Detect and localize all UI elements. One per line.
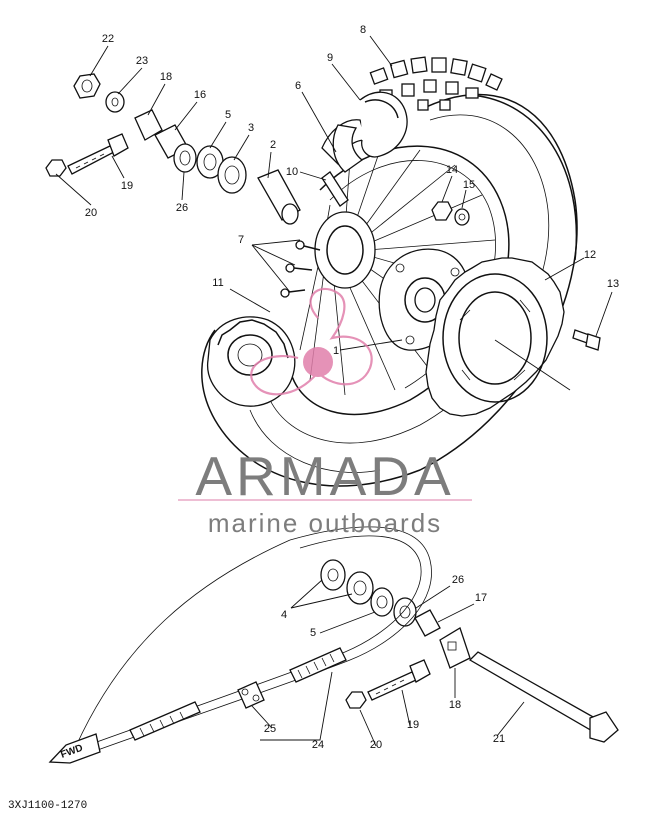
callout-5: 5	[225, 109, 231, 121]
callout-3: 3	[248, 122, 254, 134]
callout-13: 13	[607, 278, 619, 290]
adjusting-bolt	[67, 145, 115, 175]
axle-nut	[73, 73, 101, 99]
callout-5: 5	[310, 627, 316, 639]
tire-tread	[369, 56, 503, 111]
callout-24: 24	[312, 739, 324, 751]
axle-washer	[105, 91, 125, 113]
callout-20: 20	[85, 207, 97, 219]
armada-logo	[250, 287, 373, 396]
axle-bottom	[320, 559, 619, 743]
chain-puller	[134, 109, 163, 141]
callout-25: 25	[264, 723, 276, 735]
rear-sprocket	[425, 257, 565, 417]
callout-23: 23	[136, 55, 148, 67]
callout-26: 26	[452, 574, 464, 586]
callout-10: 10	[286, 166, 298, 178]
rear-tire	[201, 56, 578, 487]
watermark-brand: ARMADA	[195, 445, 454, 507]
callout-18: 18	[160, 71, 172, 83]
callout-20: 20	[370, 739, 382, 751]
leader-lines	[55, 35, 613, 747]
callout-12: 12	[584, 249, 596, 261]
callout-19: 19	[121, 180, 133, 192]
chain-joint	[237, 681, 265, 709]
rim-band	[321, 119, 367, 173]
callout-11: 11	[212, 277, 223, 289]
part-code: 3XJ1100-1270	[8, 800, 87, 812]
sprocket-bolt	[572, 329, 601, 351]
callout-4: 4	[281, 609, 287, 621]
callout-9: 9	[327, 52, 333, 64]
callout-16: 16	[194, 89, 206, 101]
fwd-arrow: FWD	[48, 733, 101, 764]
axle-top	[45, 73, 301, 225]
inner-tube	[359, 91, 408, 158]
watermark-tagline: marine outboards	[208, 508, 442, 538]
callout-19: 19	[407, 719, 419, 731]
brake-disc	[206, 316, 296, 407]
callout-17: 17	[475, 592, 487, 604]
disc-bolts	[280, 240, 321, 298]
lock-nut	[45, 159, 67, 177]
callout-7: 7	[238, 234, 244, 246]
sprocket-nuts	[431, 201, 470, 226]
chain-section	[289, 647, 347, 683]
callout-14: 14	[446, 164, 458, 176]
callout-21: 21	[493, 733, 505, 745]
valve-stem	[321, 171, 349, 207]
callout-15: 15	[463, 179, 475, 191]
callout-6: 6	[295, 80, 301, 92]
oil-seal	[173, 143, 197, 173]
drive-chain	[69, 526, 432, 761]
callout-18: 18	[449, 699, 461, 711]
bearing-right	[217, 156, 247, 194]
callout-26: 26	[176, 202, 188, 214]
callout-8: 8	[360, 24, 366, 36]
callout-22: 22	[102, 33, 114, 45]
callout-2: 2	[270, 139, 276, 151]
callout-1: 1	[333, 345, 339, 357]
